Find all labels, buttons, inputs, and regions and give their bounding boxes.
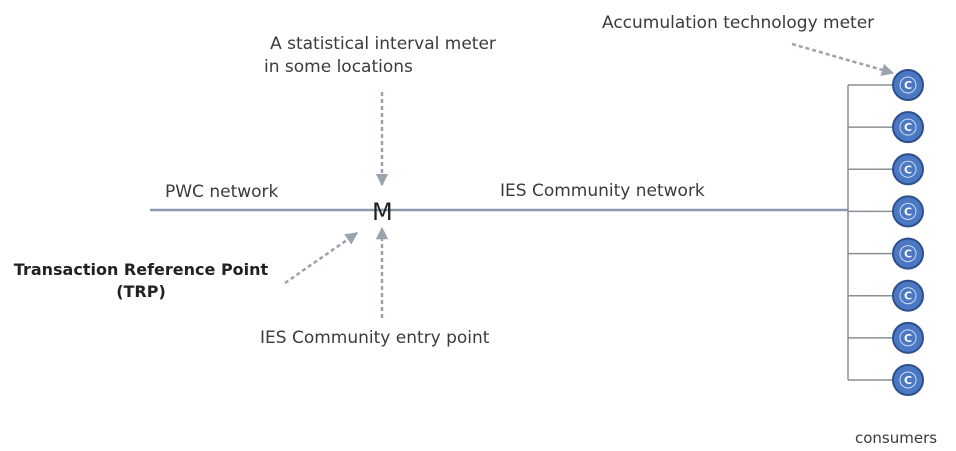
consumer-circle — [892, 111, 924, 144]
pwc-network-label: PWC network — [165, 182, 279, 202]
consumer-node: C — [892, 111, 924, 144]
consumer-node: C — [892, 69, 924, 101]
consumer-circle — [892, 321, 924, 354]
consumer-inner-ring — [899, 287, 917, 305]
consumer-inner-ring — [899, 76, 917, 94]
consumer-circle — [892, 279, 924, 312]
consumer-symbol: C — [904, 290, 912, 303]
consumer-symbol: C — [904, 163, 912, 176]
consumer-symbol: C — [904, 79, 912, 92]
accumulation-meter-label: Accumulation technology meter — [602, 13, 875, 33]
consumer-inner-ring — [899, 329, 917, 347]
trp-label: Transaction Reference Point (TRP) — [10, 259, 272, 302]
consumer-symbol: C — [904, 205, 912, 218]
consumer-inner-ring — [899, 160, 917, 178]
consumer-circle — [892, 195, 924, 228]
trp-label-line1: Transaction Reference Point — [13, 260, 269, 279]
consumer-inner-ring — [899, 202, 917, 220]
consumer-node: C — [892, 364, 924, 396]
consumer-symbol: C — [904, 248, 912, 261]
consumer-node: C — [892, 153, 924, 186]
consumer-node: C — [892, 321, 924, 354]
statistical-meter-label-line2: in some locations — [264, 56, 413, 77]
consumer-symbol: C — [904, 374, 912, 387]
consumer-circle — [892, 153, 924, 186]
consumer-node: C — [892, 279, 924, 312]
entry-point-label: IES Community entry point — [260, 328, 490, 348]
consumers-group: C C C C C C C C — [848, 69, 924, 396]
consumer-circle — [892, 237, 924, 270]
consumer-circle — [892, 364, 924, 396]
ies-network-label: IES Community network — [500, 181, 705, 201]
consumer-inner-ring — [899, 245, 917, 263]
trp-label-line2: (TRP) — [116, 281, 166, 301]
consumer-node: C — [892, 237, 924, 270]
consumer-inner-ring — [899, 118, 917, 136]
meter-symbol: M — [372, 198, 393, 226]
arrow-trp — [284, 231, 359, 285]
consumer-circle — [892, 69, 924, 101]
statistical-meter-label: A statistical interval meter in some loc… — [258, 33, 508, 79]
consumers-label: consumers — [855, 429, 938, 447]
consumer-inner-ring — [899, 371, 917, 389]
consumer-symbol: C — [904, 121, 912, 134]
consumer-symbol: C — [904, 332, 912, 345]
statistical-meter-label-line1: A statistical interval meter — [270, 34, 496, 54]
arrow-accumulation-meter — [791, 42, 895, 76]
consumer-node: C — [892, 195, 924, 228]
